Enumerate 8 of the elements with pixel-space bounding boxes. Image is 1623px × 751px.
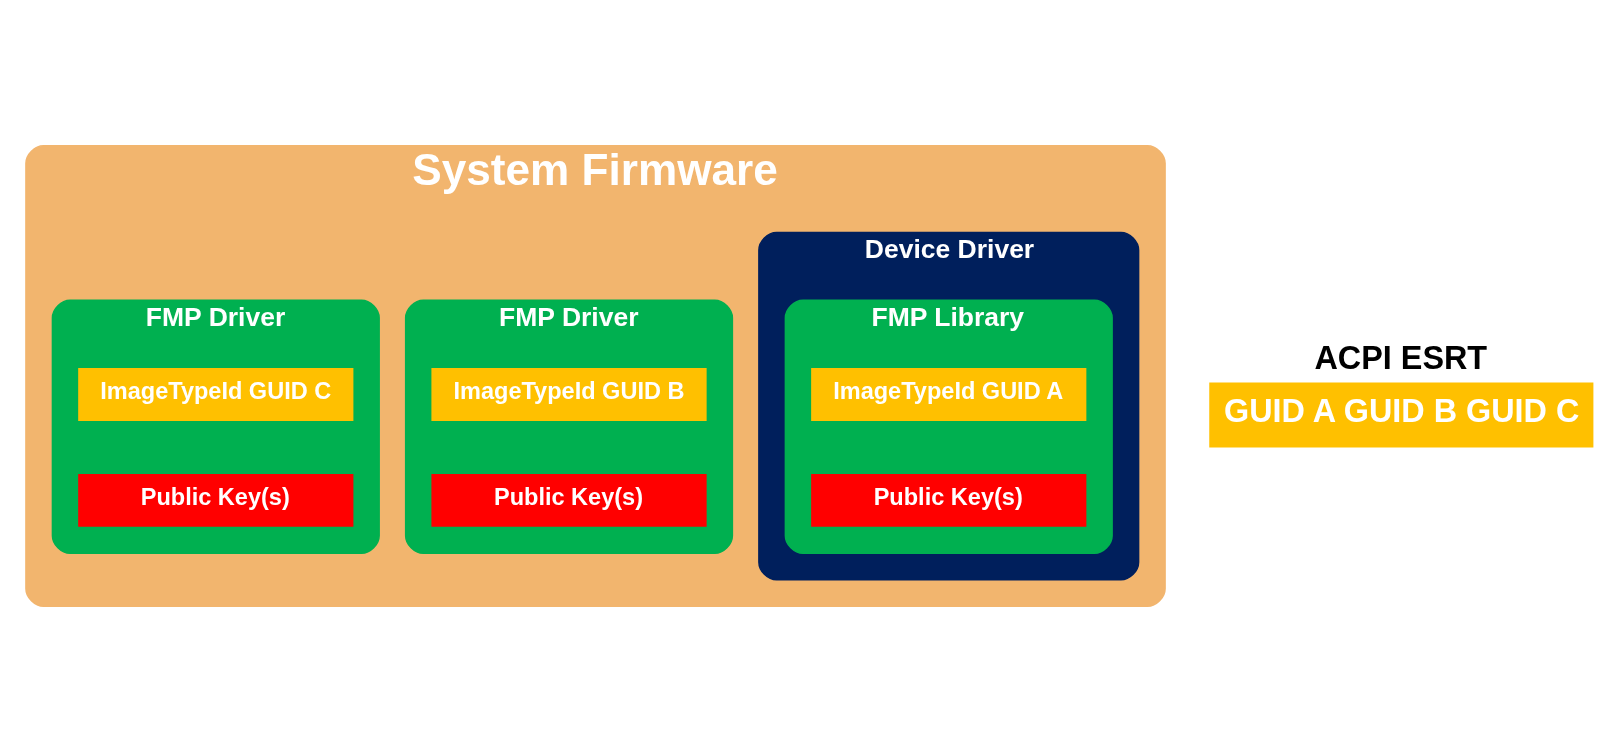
node-box: ImageTypeId GUID A [811,367,1087,421]
node-box: Public Key(s) [811,473,1087,527]
node-box: Public Key(s) [431,473,707,527]
node-box: Public Key(s) [78,473,354,527]
node-box: ImageTypeId GUID C [78,367,354,421]
node-label: ACPI ESRT [1314,339,1488,376]
node-box: GUID A GUID B GUID C [1209,382,1594,447]
node-box: ImageTypeId GUID B [431,367,707,421]
